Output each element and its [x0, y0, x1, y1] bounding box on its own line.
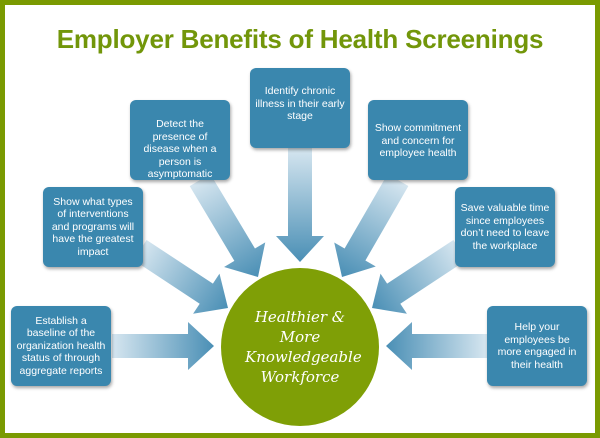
arrow-detect-disease [189, 173, 266, 277]
box-detect-disease: Detect the presence of disease when a pe… [130, 100, 230, 180]
box-save-time: Save valuable time since employees don’t… [455, 187, 555, 267]
box-text: Show what types of interventions and pro… [51, 195, 135, 258]
box-show-interventions: Show what types of interventions and pro… [43, 187, 143, 267]
box-text: Identify chronic illness in their early … [255, 85, 345, 122]
arrow-show-commitment [334, 174, 409, 277]
box-text: Establish a baseline of the organization… [16, 314, 106, 377]
center-circle [221, 268, 379, 426]
box-text: Save valuable time since employees don’t… [460, 202, 550, 252]
box-text: Detect the presence of disease when a pe… [143, 118, 217, 180]
arrow-help-engaged [386, 322, 487, 370]
arrow-establish-baseline [112, 322, 214, 370]
arrow-save-time [372, 239, 467, 314]
box-identify-chronic: Identify chronic illness in their early … [250, 68, 350, 148]
diagram-title: Employer Benefits of Health Screenings [56, 24, 544, 54]
box-text: Help your employees be more engaged in t… [497, 321, 577, 371]
box-text: Show commitment and concern for employee… [374, 122, 462, 159]
box-establish-baseline: Establish a baseline of the organization… [11, 306, 111, 386]
center-text: Healthier & More Knowledgeable Workforce [245, 308, 362, 386]
center-label: Healthier & More Knowledgeable Workforce [221, 268, 379, 426]
arrow-show-interventions [133, 239, 228, 314]
box-help-engaged: Help your employees be more engaged in t… [487, 306, 587, 386]
arrow-identify-chronic [276, 148, 324, 262]
box-show-commitment: Show commitment and concern for employee… [368, 100, 468, 180]
